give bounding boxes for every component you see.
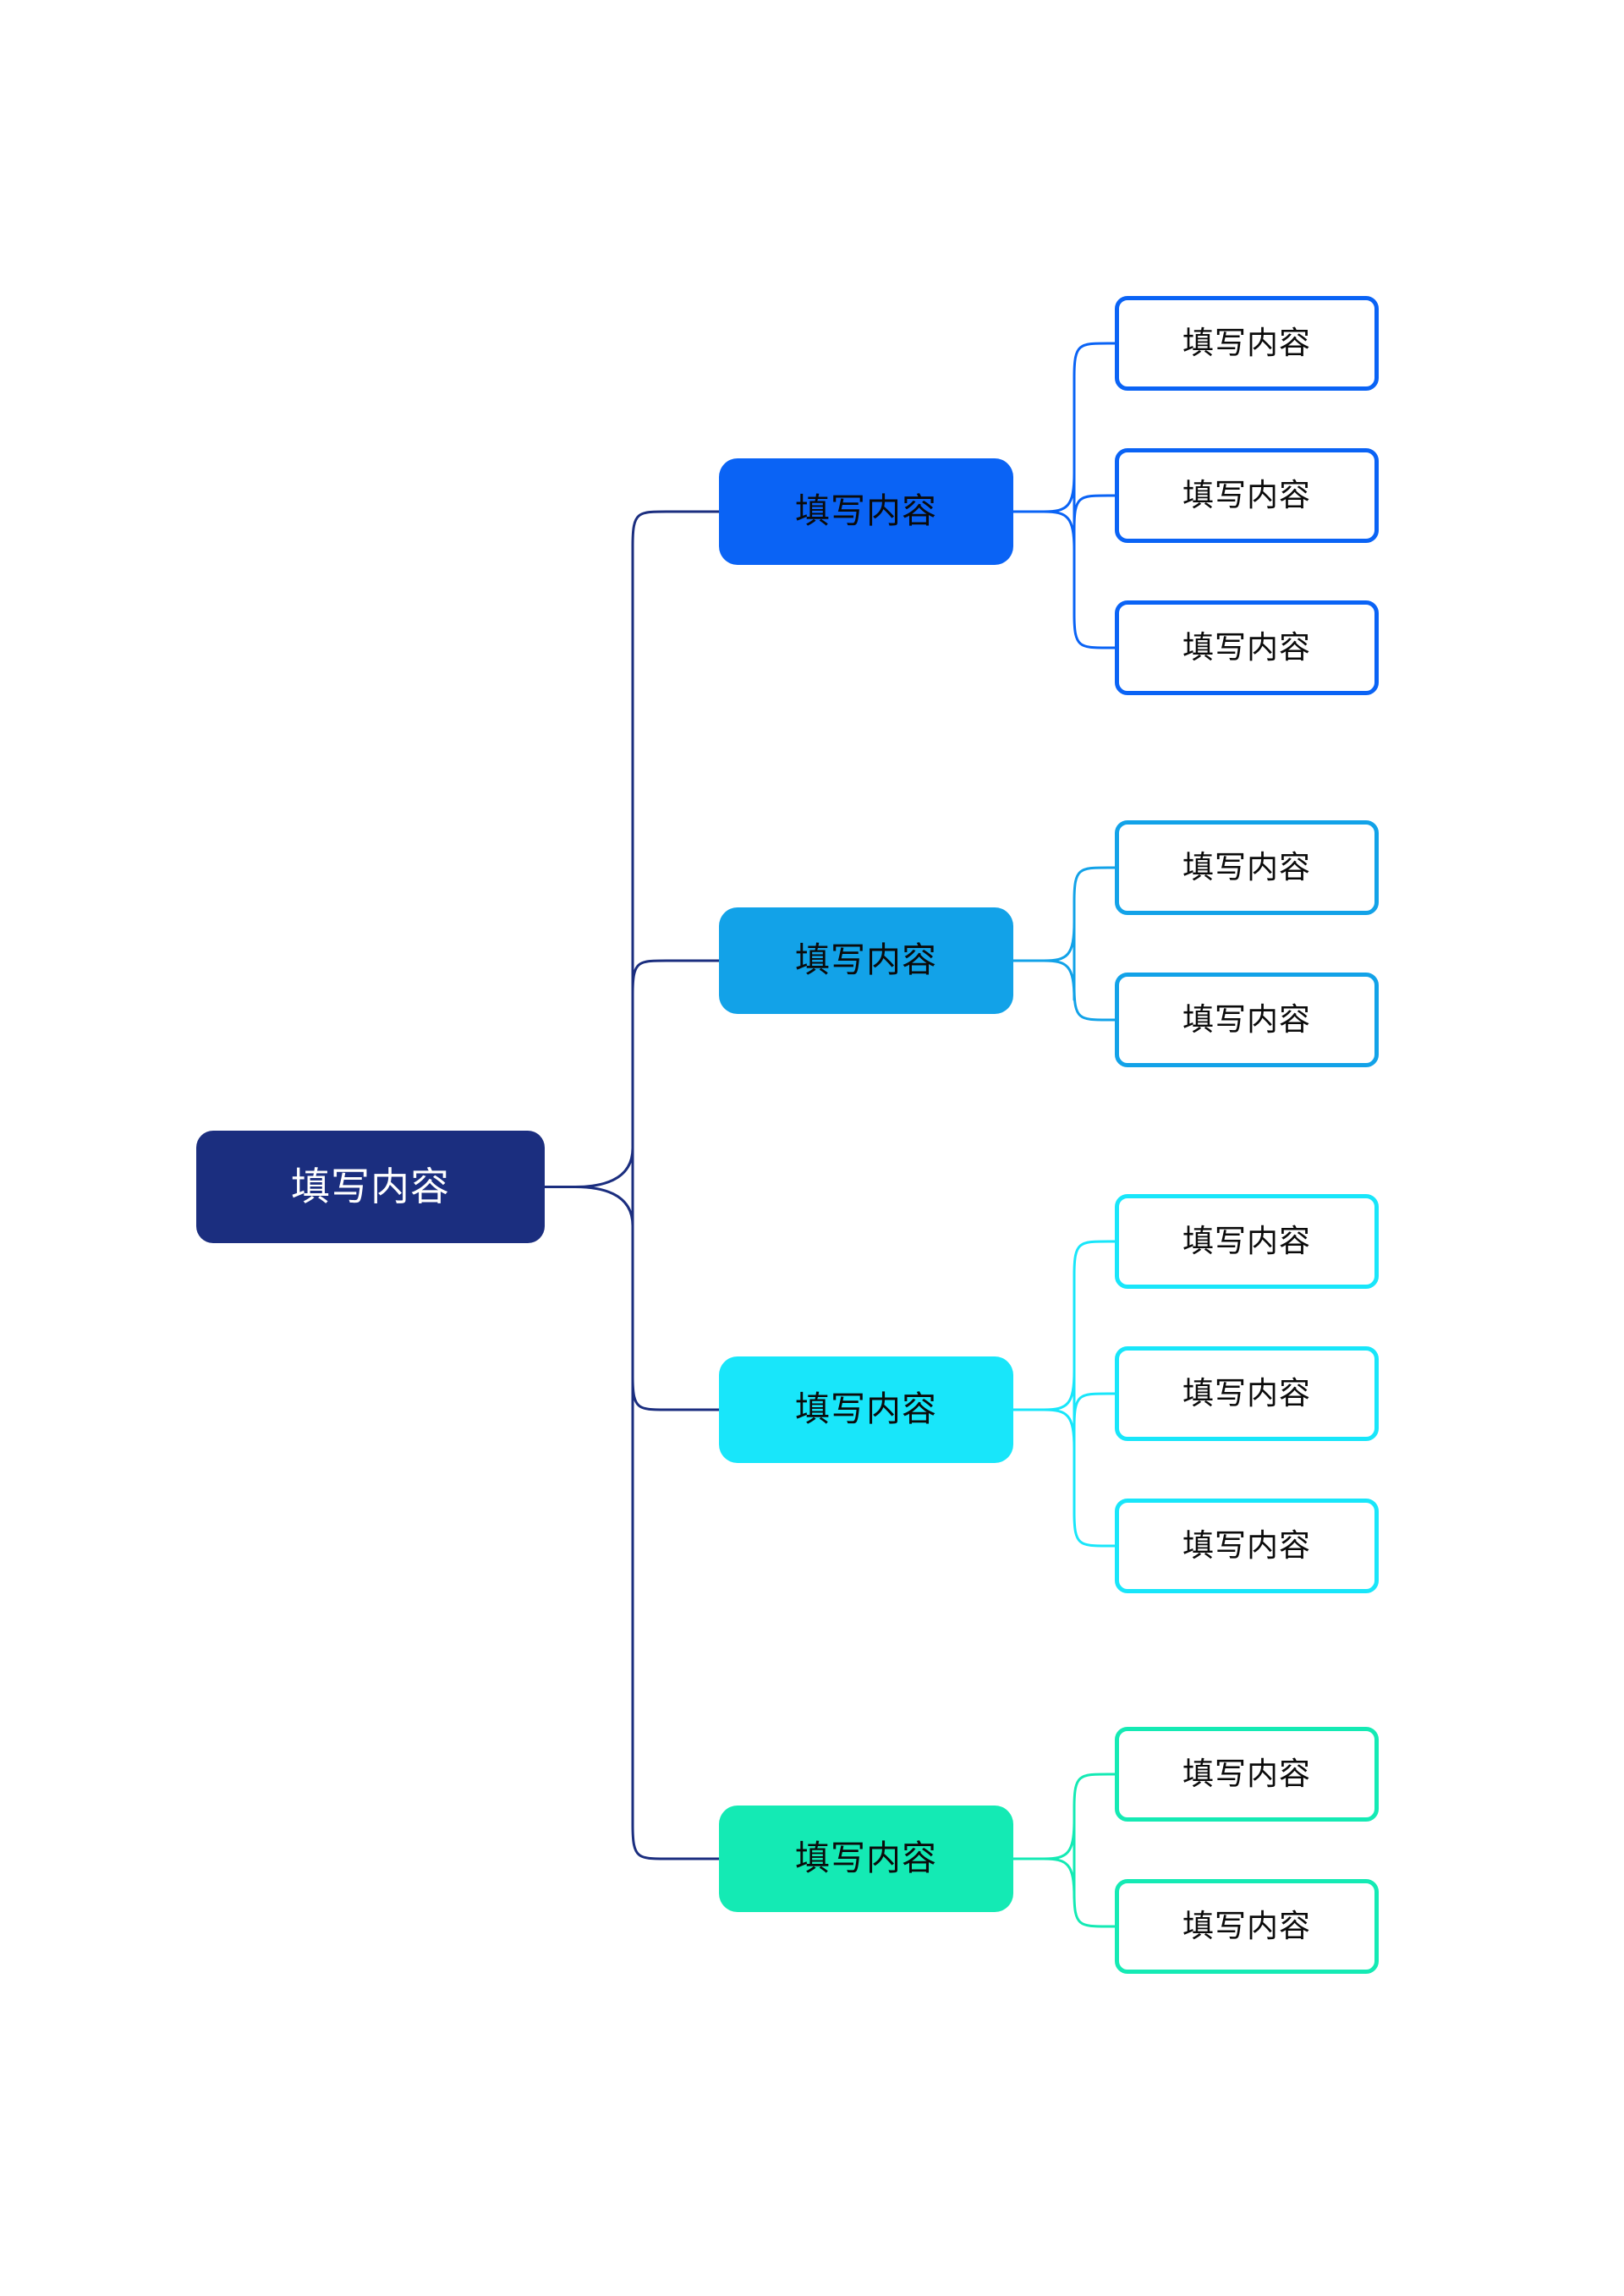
root-connector-leg-1 (631, 959, 721, 996)
leaf-node-4-1[interactable]: 填写内容 (1115, 1727, 1379, 1822)
branch-node-3-label: 填写内容 (795, 1389, 937, 1429)
branch-node-4-label: 填写内容 (795, 1838, 937, 1878)
branch-1-connector-leg-0 (1073, 342, 1116, 379)
branch-1-connector-s-down (1042, 510, 1076, 552)
leaf-node-2-2-label: 填写内容 (1182, 1001, 1311, 1037)
leaf-node-1-1[interactable]: 填写内容 (1115, 296, 1379, 391)
branch-node-1[interactable]: 填写内容 (719, 458, 1013, 565)
leaf-node-3-2[interactable]: 填写内容 (1115, 1346, 1379, 1441)
leaf-node-3-3[interactable]: 填写内容 (1115, 1499, 1379, 1593)
root-connector-leg-2 (631, 1374, 721, 1411)
leaf-node-4-2[interactable]: 填写内容 (1115, 1879, 1379, 1974)
leaf-node-3-1-label: 填写内容 (1182, 1223, 1311, 1258)
branch-1-connector-s-up (1042, 471, 1076, 513)
branch-2-connector-s-down (1042, 959, 1076, 1001)
branch-4-connector-leg-1 (1073, 1891, 1116, 1928)
root-connector-leg-0 (631, 510, 721, 547)
branch-2-connector-s-up (1042, 920, 1076, 962)
leaf-node-1-1-label: 填写内容 (1182, 325, 1311, 360)
root-node[interactable]: 填写内容 (196, 1131, 545, 1243)
leaf-node-2-2[interactable]: 填写内容 (1115, 973, 1379, 1067)
branch-3-connector-s-down (1042, 1408, 1076, 1450)
branch-node-3[interactable]: 填写内容 (719, 1356, 1013, 1463)
leaf-node-2-1[interactable]: 填写内容 (1115, 820, 1379, 915)
leaf-node-3-1[interactable]: 填写内容 (1115, 1194, 1379, 1289)
leaf-node-2-1-label: 填写内容 (1182, 849, 1311, 885)
branch-node-4[interactable]: 填写内容 (719, 1806, 1013, 1912)
leaf-node-4-2-label: 填写内容 (1182, 1908, 1311, 1943)
root-connector-leg-3 (631, 1823, 721, 1860)
branch-4-connector-s-down (1042, 1857, 1076, 1899)
branch-3-connector-leg-0 (1073, 1240, 1116, 1277)
branch-3-connector-leg-2 (1073, 1510, 1116, 1548)
leaf-node-1-2-label: 填写内容 (1182, 477, 1311, 512)
branch-node-2[interactable]: 填写内容 (719, 907, 1013, 1014)
leaf-node-3-2-label: 填写内容 (1182, 1375, 1311, 1411)
leaf-node-4-1-label: 填写内容 (1182, 1756, 1311, 1791)
branch-2-connector-leg-0 (1073, 866, 1116, 903)
branch-1-connector-leg-1 (1073, 494, 1116, 531)
branch-4-connector-s-up (1042, 1818, 1076, 1860)
branch-2-connector-leg-1 (1073, 984, 1116, 1022)
root-connector-s-down (573, 1186, 634, 1227)
leaf-node-1-3[interactable]: 填写内容 (1115, 600, 1379, 695)
leaf-node-1-2[interactable]: 填写内容 (1115, 448, 1379, 543)
leaf-node-3-3-label: 填写内容 (1182, 1527, 1311, 1563)
branch-1-connector-leg-2 (1073, 612, 1116, 649)
branch-4-connector-leg-0 (1073, 1773, 1116, 1810)
branch-3-connector-s-up (1042, 1369, 1076, 1411)
leaf-node-1-3-label: 填写内容 (1182, 629, 1311, 665)
root-connector-s-up (573, 1147, 634, 1188)
branch-3-connector-leg-1 (1073, 1392, 1116, 1429)
root-node-label: 填写内容 (291, 1164, 450, 1208)
branch-node-1-label: 填写内容 (795, 491, 937, 531)
branch-node-2-label: 填写内容 (795, 940, 937, 980)
